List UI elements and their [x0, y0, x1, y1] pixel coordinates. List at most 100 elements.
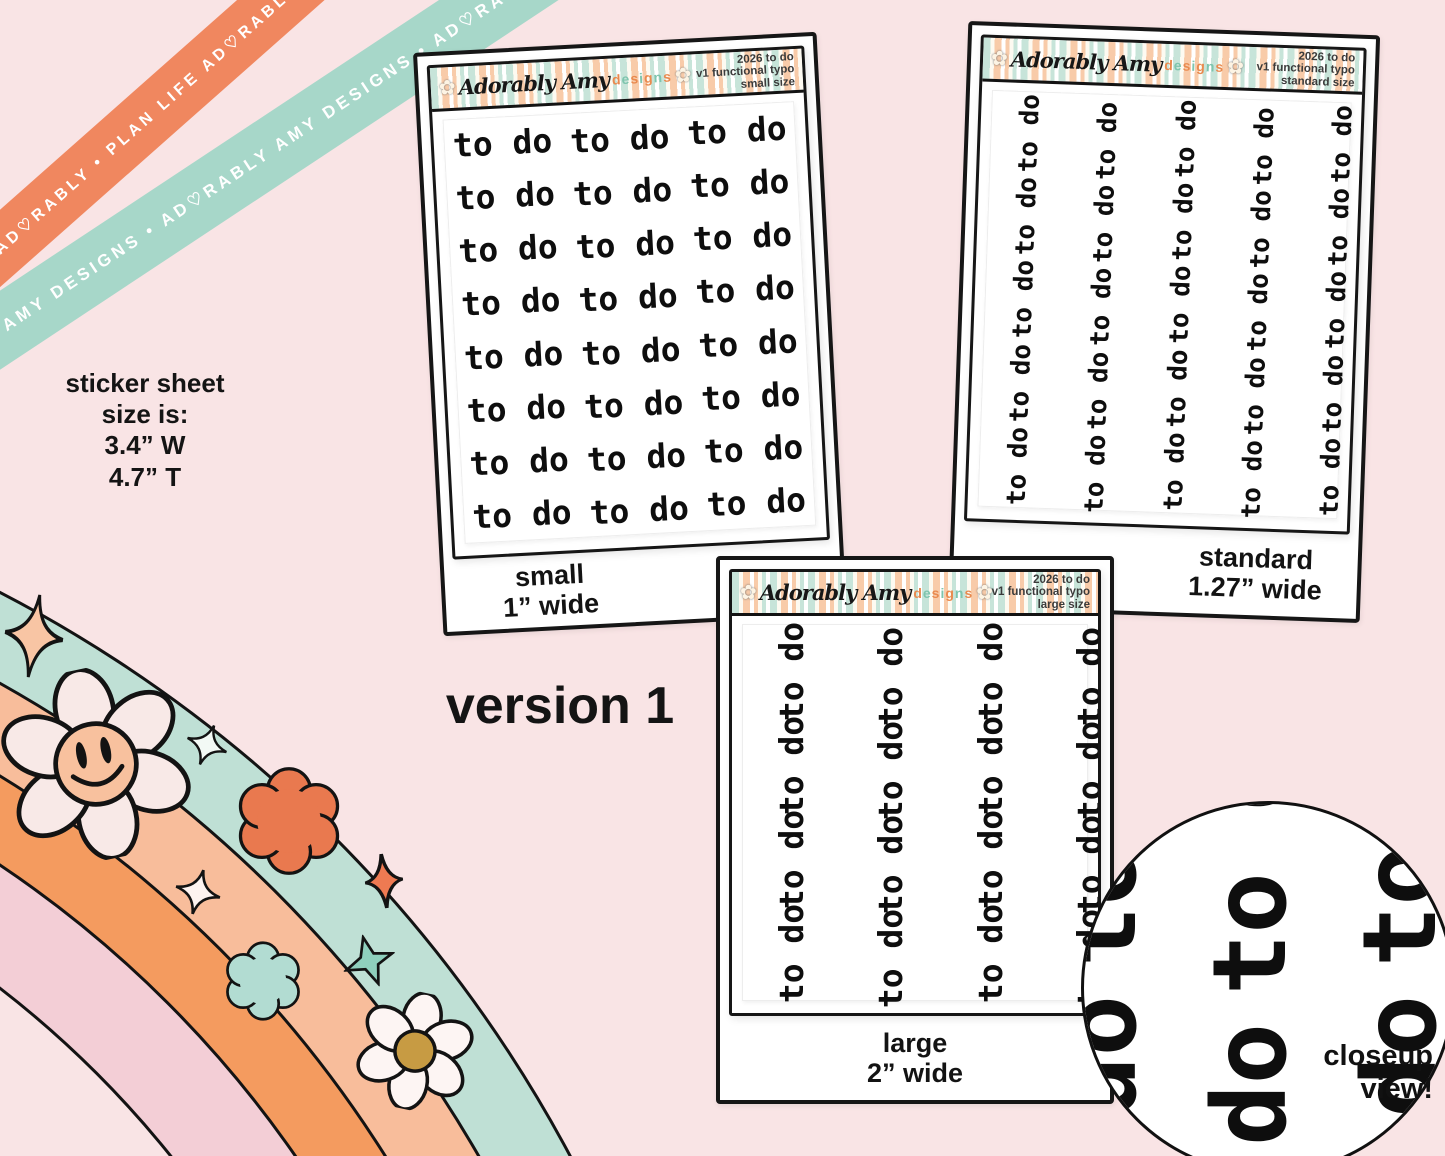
sticker: to do: [871, 814, 911, 915]
daisy-logo-icon: ✿: [740, 582, 757, 604]
sticker: to do: [1091, 100, 1125, 181]
daisy-logo-icon: ✿: [1226, 56, 1245, 79]
sticker: to do: [1317, 354, 1351, 434]
sticker: to do: [1007, 259, 1041, 340]
sticker: to do: [460, 280, 562, 325]
brand-designs: designs: [913, 584, 974, 601]
sticker: to do: [1161, 348, 1194, 429]
closeup-sticker: to do: [1081, 994, 1161, 1156]
sticker: to do: [468, 439, 570, 484]
sticker: to do: [577, 275, 679, 321]
sticker: to do: [1004, 343, 1038, 423]
brand-script: Adorably Amy: [457, 66, 610, 100]
sticker: to do: [1236, 439, 1269, 520]
sticker: to do: [1070, 626, 1101, 726]
brand-logo: ✿ Adorably Amy designs ✿: [991, 46, 1245, 80]
daisy-logo-icon: ✿: [976, 582, 994, 604]
sticker: to do: [1013, 93, 1047, 173]
sparkle-white-icon: [175, 869, 221, 915]
sticker: to do: [871, 720, 911, 821]
daisy-logo-icon: ✿: [438, 76, 457, 100]
sticker: to do: [1247, 106, 1281, 186]
sticker: to do: [457, 227, 559, 272]
sticker: to do: [1070, 720, 1101, 821]
sticker: to do: [1163, 265, 1197, 345]
sticker: to do: [1169, 98, 1203, 178]
sticker: to do: [585, 435, 688, 480]
sticker: to do: [697, 320, 799, 365]
sparkle-coral-icon: [364, 853, 404, 909]
brand-script: Adorably Amy: [1010, 46, 1162, 77]
closeup-sticker: to do: [1191, 801, 1311, 996]
version-label: version 1: [445, 677, 675, 735]
sticker: to do: [1158, 432, 1191, 512]
sticker: to do: [1323, 187, 1357, 267]
sticker-grid: to do to do to do to do to do to do to do to do…: [442, 101, 817, 544]
closeup-sticker: to do: [1176, 981, 1326, 1156]
sticker: to do: [1085, 267, 1119, 347]
sticker: to do: [970, 904, 1010, 1004]
sticker: to do: [1326, 104, 1359, 184]
sticker: to do: [1239, 356, 1272, 436]
sticker: to do: [686, 108, 788, 153]
sticker: to do: [772, 809, 812, 910]
daisy-logo-icon: ✿: [990, 47, 1009, 71]
flower-mint-icon: [226, 941, 300, 1021]
brand-designs: designs: [611, 67, 673, 88]
sticker: to do: [772, 621, 812, 721]
closeup-sticker: to do: [1081, 804, 1161, 968]
sticker: to do: [1010, 176, 1044, 256]
sticker: to do: [970, 715, 1010, 816]
sticker: to do: [1079, 434, 1113, 514]
daisy-tan-icon: [356, 991, 474, 1111]
sticker: to do: [451, 120, 554, 166]
sparkle-white-small-icon: [187, 725, 227, 765]
sticker: to do: [1244, 189, 1278, 270]
flower-coral-icon: [238, 767, 340, 875]
sticker: to do: [583, 382, 685, 427]
sticker: to do: [871, 909, 911, 1009]
sticker: to do: [970, 809, 1010, 910]
sticker: to do: [970, 621, 1010, 721]
daisy-logo-icon: ✿: [674, 64, 693, 88]
sticker: to do: [1088, 184, 1122, 264]
sticker: to do: [465, 386, 568, 431]
sticker: to do: [705, 479, 807, 525]
sticker: to do: [772, 904, 812, 1004]
star-teal-icon: [342, 933, 397, 988]
sticker: to do: [471, 492, 573, 537]
sticker: to do: [580, 328, 682, 374]
brand-designs: designs: [1164, 56, 1225, 75]
sticker: to do: [700, 373, 802, 419]
sticker: to do: [772, 715, 812, 816]
brand-logo: ✿ Adorably Amy designs ✿: [740, 580, 994, 605]
sticker: to do: [569, 116, 671, 161]
sticker: to do: [1001, 426, 1035, 506]
sticker: to do: [702, 426, 805, 472]
sticker: to do: [1082, 351, 1116, 431]
sticker: to do: [1320, 270, 1354, 351]
sticker: to do: [1242, 273, 1275, 353]
sticker: to do: [1314, 437, 1348, 517]
sticker: to do: [1166, 182, 1200, 262]
daisy-smiley-icon: [1, 667, 191, 861]
brand-script: Adorably Amy: [759, 580, 912, 605]
sticker: to do: [454, 173, 556, 219]
